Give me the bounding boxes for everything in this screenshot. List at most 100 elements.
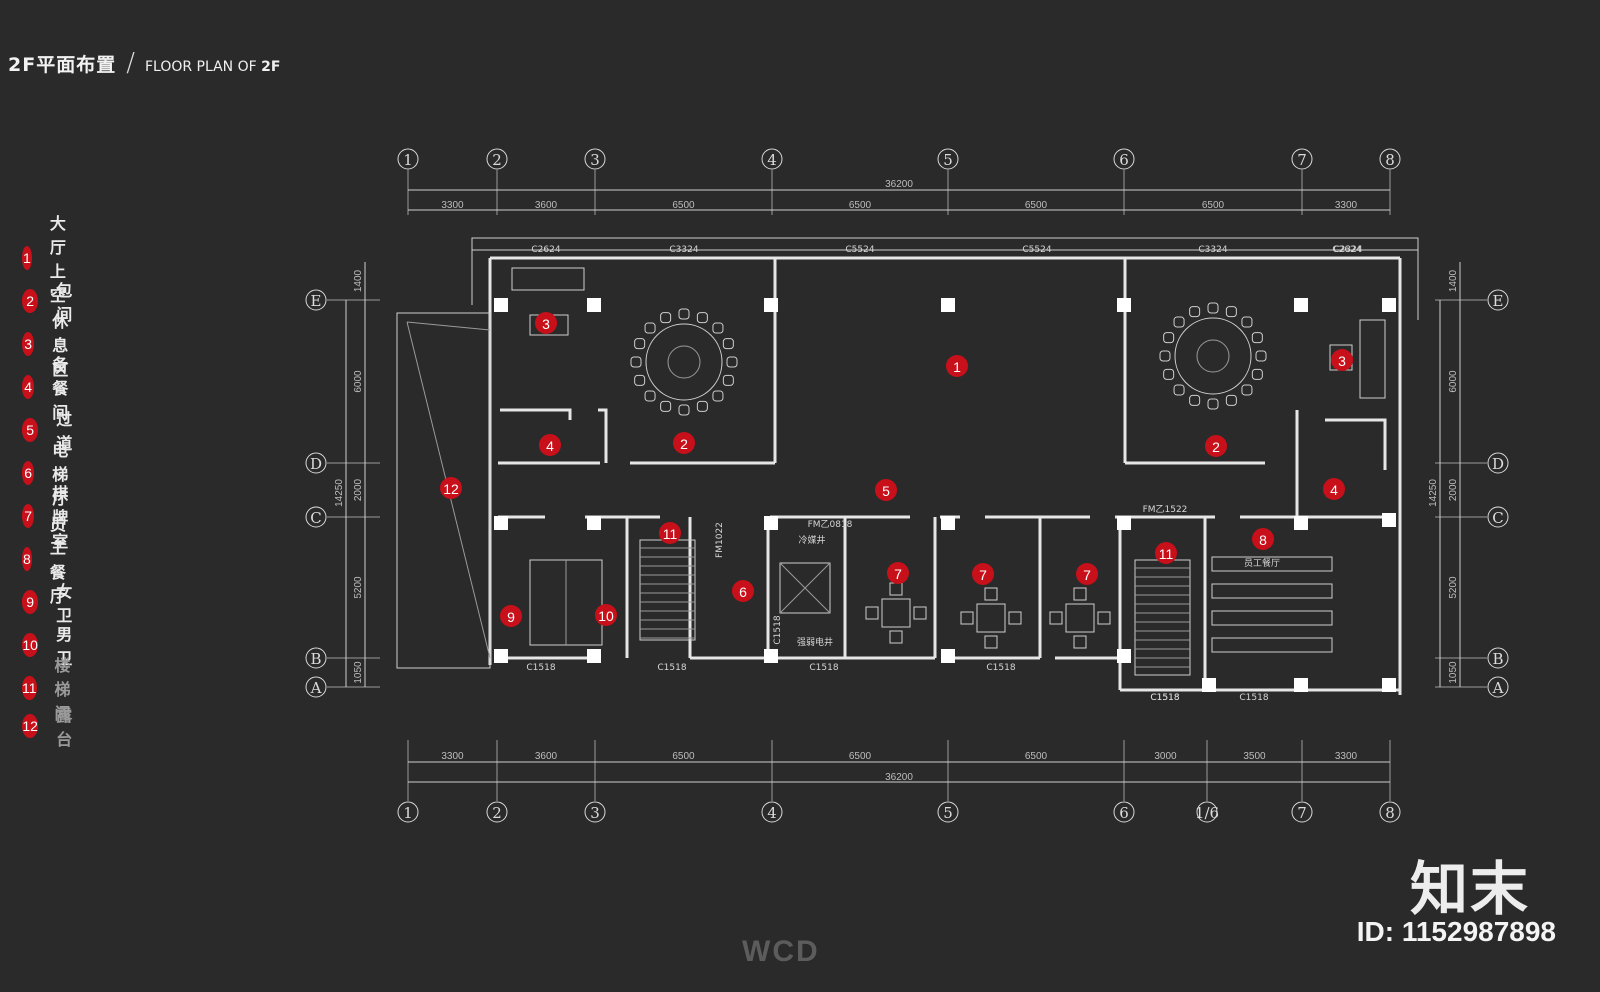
- grid-label-right: C: [1492, 509, 1503, 527]
- sofa: [1359, 319, 1386, 399]
- dining-chair: [1189, 306, 1201, 318]
- grid-label-top: 2: [492, 151, 502, 169]
- structural-column: [494, 649, 508, 663]
- door-tag: FM乙1522: [1143, 504, 1188, 515]
- badge-number: 6: [739, 584, 747, 600]
- elevator-shaft: [779, 562, 831, 614]
- grid-bubble-left: [305, 289, 327, 311]
- badge-circle: [539, 434, 561, 456]
- dimension-text-bottom: 3300: [1335, 751, 1358, 762]
- dimension-text-side: 6000: [1448, 370, 1459, 393]
- staff-table: [1211, 556, 1333, 572]
- terrace-outline: [396, 312, 491, 669]
- grid-label-left: D: [310, 455, 322, 473]
- room-number-badge: 4: [539, 434, 561, 456]
- grid-bubble-left: [305, 676, 327, 698]
- grid-bubble-bottom: [584, 801, 606, 823]
- structural-column: [941, 298, 955, 312]
- dining-chair: [712, 390, 724, 402]
- badge-number: 4: [1330, 482, 1338, 498]
- grid-label-top: 7: [1297, 151, 1307, 169]
- grid-label-bottom: 7: [1297, 804, 1307, 822]
- sofa: [511, 267, 585, 291]
- grid-bubble-top: [584, 148, 606, 170]
- dimension-total-top: 36200: [885, 179, 913, 190]
- window-tag: C5524: [845, 245, 874, 255]
- legend-label: 电梯厅: [52, 441, 75, 508]
- room-number-badge: 2: [1205, 435, 1227, 457]
- structural-column: [1294, 298, 1308, 312]
- grid-bubble-bottom: [937, 801, 959, 823]
- legend-number-badge: 11: [22, 676, 37, 700]
- dining-chair: [660, 312, 672, 324]
- badge-circle: [1155, 542, 1177, 564]
- legend-label: 露台: [56, 706, 79, 749]
- grid-label-top: 6: [1119, 151, 1129, 169]
- legend-number-badge: 6: [22, 461, 35, 485]
- grid-bubble-left: [305, 452, 327, 474]
- dining-chair: [1251, 332, 1263, 344]
- badge-number: 7: [1083, 567, 1091, 583]
- room-number-badge: 11: [659, 522, 681, 544]
- watermark-logo: 知末: [1409, 855, 1530, 923]
- grid-bubble-bottom: [761, 801, 783, 823]
- room-number-badge: 5: [875, 479, 897, 501]
- legend-number-badge: 8: [22, 547, 32, 571]
- dining-chair: [1241, 316, 1253, 328]
- structural-column: [1117, 649, 1131, 663]
- dining-chair: [634, 338, 646, 350]
- room-number-badge: 7: [1076, 563, 1098, 585]
- room-number-badge: 2: [673, 432, 695, 454]
- dimension-text-bottom: 3600: [535, 751, 558, 762]
- dining-chair: [722, 338, 734, 350]
- dimension-text-top: 6500: [1202, 200, 1225, 211]
- dimension-total-side: 14250: [1428, 479, 1439, 507]
- room-number-badge: 12: [440, 477, 462, 499]
- badge-circle: [595, 604, 617, 626]
- dining-table: [1174, 317, 1252, 395]
- grid-bubble-bottom: [1379, 801, 1401, 823]
- badge-circle: [1076, 563, 1098, 585]
- dining-chair: [1173, 384, 1185, 396]
- legend-number-badge: 4: [22, 375, 35, 399]
- grid-bubble-right: [1487, 452, 1509, 474]
- structural-column: [1382, 513, 1396, 527]
- badge-circle: [946, 355, 968, 377]
- structural-column: [494, 298, 508, 312]
- badge-number: 11: [1159, 546, 1174, 562]
- dining-table: [645, 323, 723, 401]
- dimension-text-top: 3600: [535, 200, 558, 211]
- dining-chair: [644, 322, 656, 334]
- room-number-badge: 3: [1331, 349, 1353, 371]
- grid-bubble-top: [761, 148, 783, 170]
- dimension-text-bottom: 6500: [849, 751, 872, 762]
- window-tag: C5524: [1022, 245, 1051, 255]
- dining-chair: [1225, 306, 1237, 318]
- dimension-total-bottom: 36200: [885, 772, 913, 783]
- dimension-text-side: 1050: [353, 661, 364, 684]
- window-tag: C1518: [657, 663, 686, 673]
- staff-table: [1211, 637, 1333, 653]
- room-number-badge: 7: [887, 562, 909, 584]
- dining-chair: [1251, 368, 1263, 380]
- card-chair: [984, 635, 998, 649]
- structural-column: [494, 516, 508, 530]
- dimension-text-side: 5200: [1448, 576, 1459, 599]
- roof-edge: [471, 237, 1419, 251]
- dimension-text-bottom: 3300: [441, 751, 464, 762]
- grid-bubble-left: [305, 647, 327, 669]
- dining-chair: [1163, 332, 1175, 344]
- grid-bubble-top: [486, 148, 508, 170]
- grid-bubble-bottom: [1113, 801, 1135, 823]
- card-table: [1065, 603, 1095, 633]
- dimension-text-top: 3300: [1335, 200, 1358, 211]
- dining-chair: [1241, 384, 1253, 396]
- legend-label: 女卫: [56, 582, 79, 625]
